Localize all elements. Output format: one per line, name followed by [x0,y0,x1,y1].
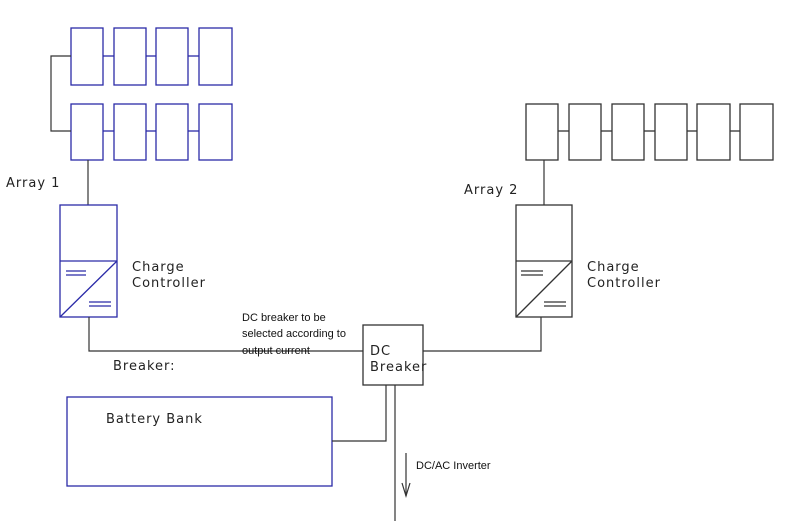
array-1-row-link-wire [50,55,71,132]
solar-panel [70,27,104,86]
breaker-note-line2: selected according to [242,328,346,340]
solar-panel [198,103,233,161]
array-1-row-1 [70,27,233,86]
charge-controller-2-label-line1: Charge [587,260,640,275]
solar-panel [198,27,233,86]
down-arrow-icon [401,453,411,499]
solar-panel [113,103,147,161]
solar-panel [113,27,147,86]
dc-dc-converter-diagonal [59,260,118,318]
solar-panel [654,103,688,161]
charge-controller-1: Charge Controller [59,204,206,318]
bus-wire-left [88,317,363,352]
charge-controller-1-label-line1: Charge [132,260,185,275]
solar-panel [525,103,559,161]
dc-dc-converter-diagonal [515,260,573,318]
charge-controller-2: Charge Controller [515,204,661,318]
dc-breaker: DC Breaker [362,324,427,386]
battery-wire [332,385,387,442]
solar-panel [70,103,104,161]
array-1-label: Array 1 [6,176,60,191]
solar-panel [155,27,189,86]
array-2: Array 2 [464,103,774,205]
breaker-note-line1: DC breaker to be [242,312,326,324]
bus-wire-right [423,317,542,352]
dc-breaker-label-line2: Breaker [370,360,427,375]
battery-bank-box [66,396,333,487]
array-2-label: Array 2 [464,183,518,198]
solar-panel [568,103,602,161]
dc-breaker-box [362,324,424,386]
charge-controller-1-label-line2: Controller [132,276,206,291]
solar-panel [611,103,645,161]
dc-breaker-label-line1: DC [370,344,391,359]
battery-bank: Battery Bank [66,396,333,487]
array-1-row-2 [70,103,233,161]
inverter-label: DC/AC Inverter [416,460,491,472]
solar-panel [696,103,731,161]
battery-bank-label: Battery Bank [106,412,203,427]
array-1: Array 1 [6,27,233,205]
solar-panel [739,103,774,161]
breaker-label: Breaker: [113,359,176,374]
solar-panel [155,103,189,161]
breaker-note-line3: output current [242,345,310,357]
charge-controller-2-label-line2: Controller [587,276,661,291]
